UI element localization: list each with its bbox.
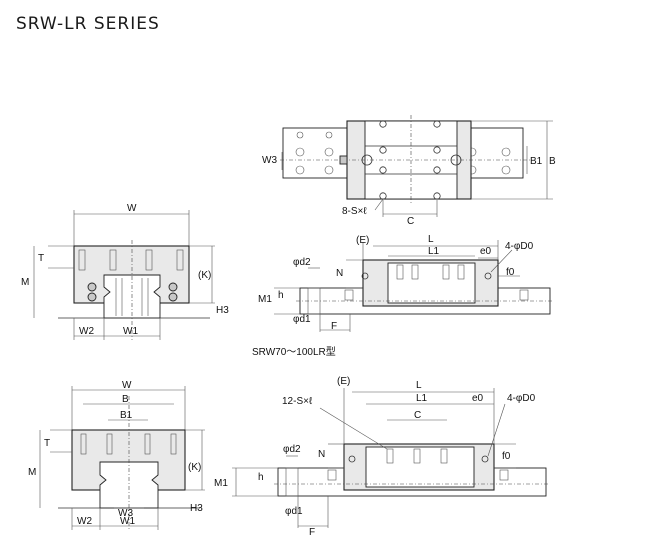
dim-W: W (122, 380, 132, 391)
dim-K: (K) (198, 270, 211, 281)
dim-h: h (278, 290, 284, 301)
dim-M: M (28, 467, 36, 478)
dim-W2: W2 (77, 516, 92, 527)
dim-e0: e0 (472, 393, 484, 404)
dim-D0: 4-φD0 (507, 393, 536, 404)
dim-F: F (309, 527, 315, 538)
dim-W2: W2 (79, 326, 94, 337)
dim-H3: H3 (216, 305, 229, 316)
dim-W3: W3 (262, 155, 277, 166)
dim-h: h (258, 472, 264, 483)
dim-B: B (549, 156, 556, 167)
dim-T: T (44, 438, 50, 449)
lower-side-view: (E) L 12-S×ℓ L1 e0 4-φD0 C φd2 N f0 (214, 376, 550, 538)
dim-K: (K) (188, 462, 201, 473)
dim-W1: W1 (120, 516, 135, 527)
dim-d2: φd2 (293, 257, 311, 268)
dim-E: (E) (356, 235, 369, 246)
dim-B1: B1 (530, 156, 543, 167)
dim-N: N (336, 268, 343, 279)
dim-M: M (21, 277, 29, 288)
dim-e0: e0 (480, 246, 492, 257)
dim-D0: 4-φD0 (505, 241, 534, 252)
dim-H3: H3 (190, 503, 203, 514)
lower-front-view: W B B1 T M (K) H3 (28, 380, 205, 530)
dim-T: T (38, 253, 44, 264)
dim-C: C (407, 216, 414, 227)
callout-tap-holes: 8-S×ℓ (342, 206, 367, 217)
callout-tap-holes-lower: 12-S×ℓ (282, 396, 313, 407)
dim-L: L (428, 234, 434, 245)
dim-d1: φd1 (285, 506, 303, 517)
top-view: W3 B1 B C 8-S×ℓ (262, 115, 556, 227)
dim-L1: L1 (428, 246, 440, 257)
dim-M1: M1 (214, 478, 228, 489)
dim-W3: W3 (118, 508, 133, 519)
dim-M1: M1 (258, 294, 272, 305)
dim-C: C (414, 410, 421, 421)
upper-front-view: W (21, 203, 229, 340)
dim-d2: φd2 (283, 444, 301, 455)
dim-f0: f0 (506, 267, 515, 278)
dim-E: (E) (337, 376, 350, 387)
dim-B1: B1 (120, 410, 133, 421)
dim-f0: f0 (502, 451, 511, 462)
dim-N: N (318, 449, 325, 460)
dim-W: W (127, 203, 137, 214)
series-caption: SRW70～100LR型 (252, 345, 336, 358)
dim-d1: φd1 (293, 314, 311, 325)
page-title: SRW-LR SERIES (16, 14, 160, 34)
upper-side-view: (E) L L1 e0 4-φD0 f0 φd2 N (258, 234, 554, 332)
dim-F: F (331, 321, 337, 332)
dim-B: B (122, 394, 129, 405)
dim-L1: L1 (416, 393, 428, 404)
dim-W1: W1 (123, 326, 138, 337)
dim-L: L (416, 380, 422, 391)
